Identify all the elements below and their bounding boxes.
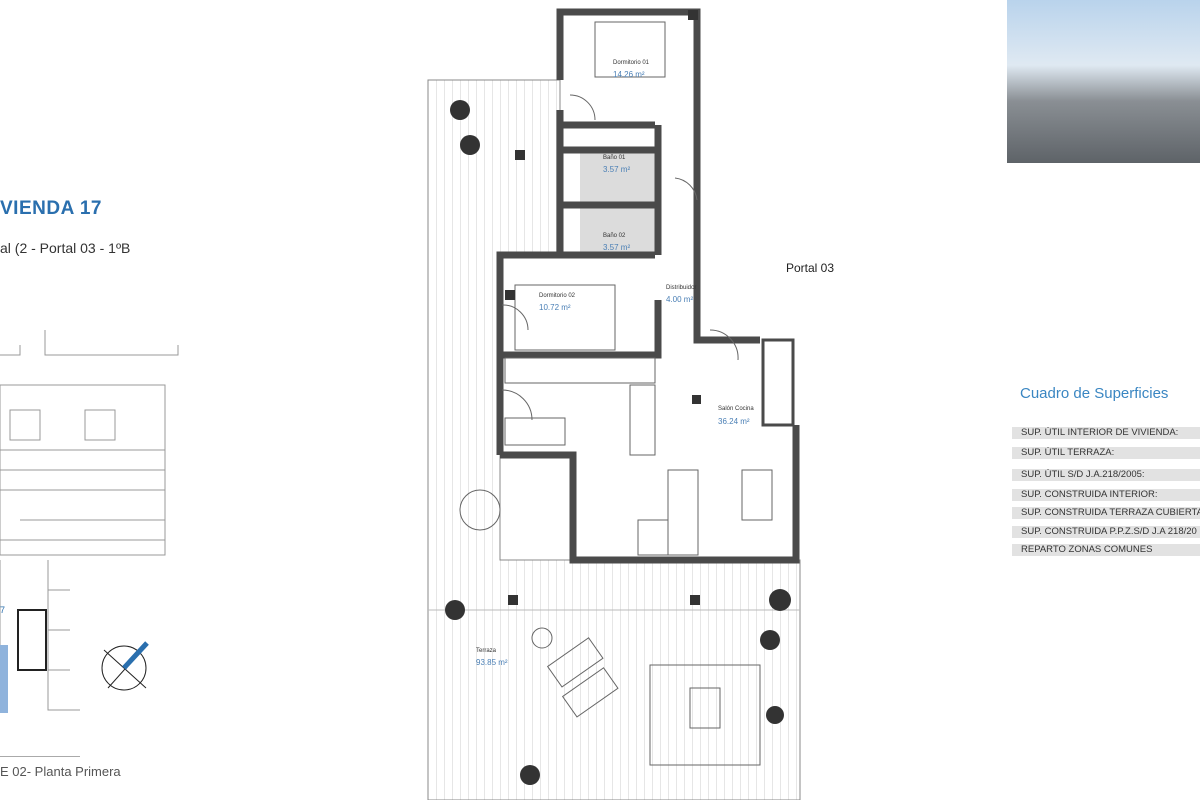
- room-area: 36.24 m²: [718, 417, 750, 426]
- site-plan: 7: [0, 330, 179, 713]
- surface-row: SUP. ÚTIL INTERIOR DE VIVIENDA:: [1012, 427, 1200, 439]
- building-render-image: [1007, 0, 1200, 163]
- room-area: 14.26 m²: [613, 70, 645, 79]
- north-arrow-icon: [101, 641, 149, 691]
- room-area: 10.72 m²: [539, 303, 571, 312]
- room-area: 93.85 m²: [476, 658, 508, 667]
- room-name: Terraza: [476, 648, 497, 654]
- room-name: Baño 02: [603, 233, 626, 239]
- svg-text:7: 7: [0, 605, 5, 615]
- room-area: 4.00 m²: [666, 295, 694, 304]
- surface-row: SUP. CONSTRUIDA INTERIOR:: [1012, 489, 1200, 501]
- dwelling-title: VIENDA 17: [0, 198, 102, 219]
- room-name: Salón Cocina: [718, 406, 754, 412]
- surface-row: SUP. ÚTIL S/D J.A.218/2005:: [1012, 469, 1200, 481]
- surface-row: REPARTO ZONAS COMUNES: [1012, 544, 1200, 556]
- room-area: 3.57 m²: [603, 165, 631, 174]
- floor-plan: [427, 8, 801, 800]
- surface-row: SUP. CONSTRUIDA TERRAZA CUBIERTA: [1012, 507, 1200, 519]
- room-name: Dormitorio 01: [613, 60, 650, 66]
- room-area: 3.57 m²: [603, 243, 631, 252]
- room-name: Baño 01: [603, 155, 626, 161]
- room-name: Distribuidor: [666, 285, 697, 291]
- surface-row: SUP. ÚTIL TERRAZA:: [1012, 447, 1200, 459]
- room-name: Dormitorio 02: [539, 293, 576, 299]
- dwelling-subtitle: al (2 - Portal 03 - 1ºB: [0, 240, 131, 256]
- surfaces-title: Cuadro de Superficies: [1020, 385, 1169, 402]
- surface-row: SUP. CONSTRUIDA P.P.Z.S/D J.A 218/20: [1012, 526, 1200, 538]
- floor-caption: E 02- Planta Primera: [0, 764, 121, 779]
- portal-label: Portal 03: [786, 261, 835, 275]
